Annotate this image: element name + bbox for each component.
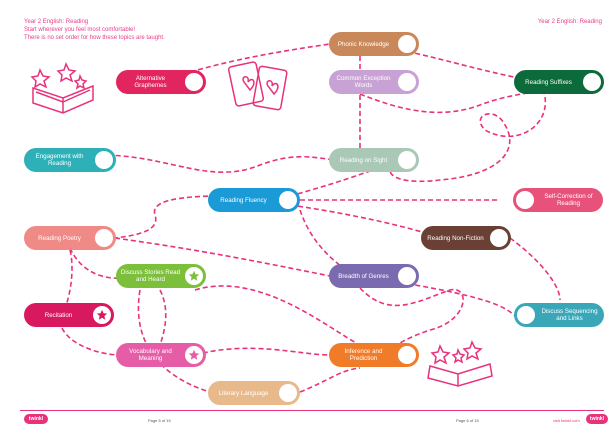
header-right-title: Year 2 English: Reading: [537, 19, 602, 25]
topic-knob: [490, 229, 508, 247]
star-icon: [96, 309, 108, 320]
topic-knob: [95, 229, 113, 247]
topic-label: Breadth of Genres: [338, 272, 389, 280]
topic-discuss-stories[interactable]: Discuss Stories Read and Heard: [116, 264, 206, 288]
topic-reading-poetry[interactable]: Reading Poetry: [24, 226, 116, 250]
topic-label: Discuss Stories Read and Heard: [120, 269, 181, 283]
topic-reading-fluency[interactable]: Reading Fluency: [208, 188, 300, 212]
topic-knob: [517, 306, 535, 324]
topic-knob: [398, 73, 416, 91]
topic-knob: [398, 35, 416, 53]
topic-literary-language[interactable]: Literary Language: [208, 381, 300, 405]
topic-label: Reading Fluency: [220, 196, 267, 204]
twinkl-logo: twinkl: [24, 414, 48, 424]
topic-phonic-knowledge[interactable]: Phonic Knowledge: [329, 32, 419, 56]
topic-knob: [398, 151, 416, 169]
cards-icon: [227, 61, 288, 111]
topic-label: Reading Non-Fiction: [427, 234, 484, 242]
topic-knob: [398, 267, 416, 285]
topic-knob: [583, 73, 601, 91]
topic-recitation[interactable]: Recitation: [24, 303, 114, 327]
star-icon: [188, 349, 200, 360]
topic-label: Self-Correction of Reading: [544, 193, 593, 207]
topic-breadth-of-genres[interactable]: Breadth of Genres: [329, 264, 419, 288]
topic-reading-non-fiction[interactable]: Reading Non-Fiction: [421, 226, 511, 250]
topic-engagement-with-reading[interactable]: Engagement with Reading: [24, 148, 116, 172]
topic-label: Alternative Graphemes: [134, 75, 167, 89]
header-left-title: Year 2 English: Reading: [24, 19, 89, 25]
topic-knob: [185, 346, 203, 364]
topic-label: Literary Language: [218, 389, 269, 397]
topic-knob: [93, 306, 111, 324]
topic-self-correction-of-reading[interactable]: Self-Correction of Reading: [513, 188, 603, 212]
topic-discuss-sequencing[interactable]: Discuss Sequencing and Links: [514, 303, 604, 327]
topic-knob: [279, 191, 297, 209]
footer-page-left: Page 5 of 15: [148, 418, 171, 423]
topic-alternative-graphemes[interactable]: Alternative Graphemes: [116, 70, 206, 94]
footer-divider: [20, 410, 604, 411]
topic-reading-on-sight[interactable]: Reading on Sight: [329, 148, 419, 172]
topic-label: Vocabulary and Meaning: [129, 348, 172, 362]
book-icon: [427, 340, 493, 387]
topic-knob: [185, 267, 203, 285]
topic-common-exception-words[interactable]: Common Exception Words: [329, 70, 419, 94]
topic-label: Reading Poetry: [38, 234, 81, 242]
footer-page-right: Page 6 of 15: [456, 418, 479, 423]
header-note-line1: Start wherever you feel most comfortable…: [24, 27, 136, 33]
topic-label: Phonic Knowledge: [337, 40, 390, 48]
topic-label: Reading on Sight: [339, 156, 388, 164]
topic-vocabulary-and-meaning[interactable]: Vocabulary and Meaning: [116, 343, 206, 367]
twinkl-logo: twinkl: [586, 414, 608, 424]
topic-knob: [95, 151, 113, 169]
topic-knob: [279, 384, 297, 402]
header-note-line2: There is no set order for how these topi…: [24, 35, 165, 41]
topic-knob: [516, 191, 534, 209]
topic-inference-and-prediction[interactable]: Inference and Prediction: [329, 343, 419, 367]
topic-label: Inference and Prediction: [344, 348, 383, 362]
topic-reading-suffixes[interactable]: Reading Suffixes: [514, 70, 604, 94]
star-icon: [188, 270, 200, 281]
topic-label: Common Exception Words: [336, 75, 391, 89]
topic-label: Reading Suffixes: [525, 78, 572, 86]
topic-label: Recitation: [44, 311, 73, 319]
topic-label: Discuss Sequencing and Links: [541, 308, 598, 322]
topic-knob: [398, 346, 416, 364]
footer-site[interactable]: visit twinkl.com: [553, 418, 580, 423]
book-icon: [30, 62, 94, 114]
topic-knob: [185, 73, 203, 91]
topic-label: Engagement with Reading: [35, 153, 84, 167]
